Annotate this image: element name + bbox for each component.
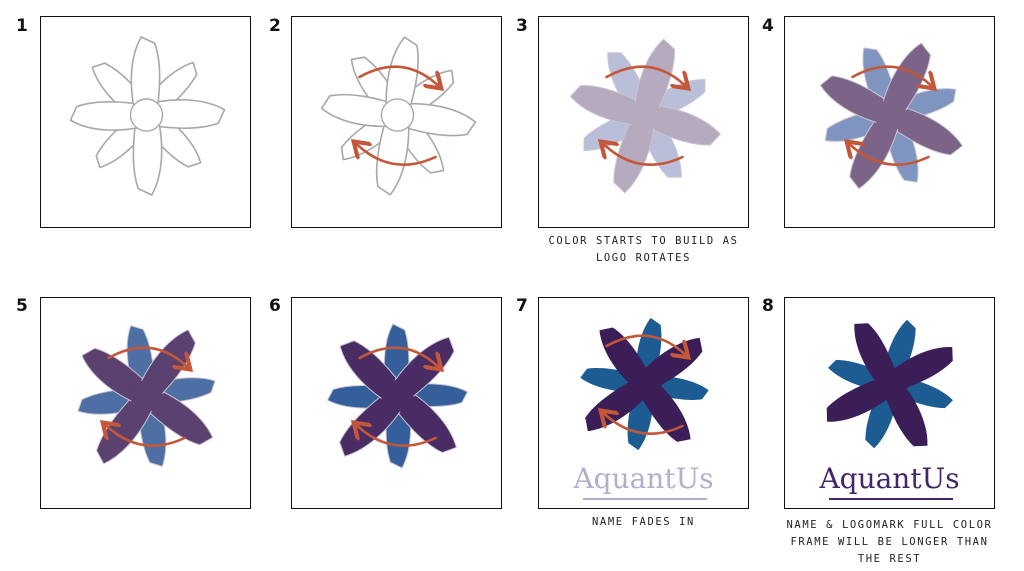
frame-number: 8 bbox=[762, 296, 774, 316]
caption-line: THE REST bbox=[857, 553, 922, 565]
caption-line: FRAME WILL BE LONGER THAN bbox=[790, 536, 989, 548]
caption-line: LOGO ROTATES bbox=[595, 252, 692, 264]
logomark-hub bbox=[875, 369, 906, 399]
wordmark: AquantUs bbox=[819, 462, 960, 495]
logomark bbox=[327, 323, 468, 469]
logomark-hub bbox=[874, 99, 907, 131]
rotation-arrow bbox=[605, 145, 684, 166]
caption-line: NAME & LOGOMARK FULL COLOR bbox=[786, 519, 993, 531]
frame-number: 2 bbox=[269, 16, 281, 36]
logomark-hub bbox=[628, 99, 661, 131]
rotation-arrow bbox=[358, 145, 437, 166]
logomark bbox=[826, 319, 953, 449]
rotation-arrow bbox=[107, 426, 186, 447]
storyboard-frame-3 bbox=[538, 16, 749, 228]
storyboard-frame-6 bbox=[291, 297, 502, 509]
wordmark-underline bbox=[828, 498, 953, 500]
frame-number: 6 bbox=[269, 296, 281, 316]
logomark bbox=[580, 317, 709, 451]
storyboard-frame-2 bbox=[291, 16, 502, 228]
rotation-arrow bbox=[107, 346, 187, 366]
storyboard-frame-8: AquantUs bbox=[784, 297, 995, 509]
logomark bbox=[320, 36, 477, 196]
storyboard-frame-5 bbox=[40, 297, 251, 509]
frame-caption: NAME & LOGOMARK FULL COLOR FRAME WILL BE … bbox=[774, 517, 1005, 568]
frame-caption: COLOR STARTS TO BUILD AS LOGO ROTATES bbox=[528, 233, 759, 267]
wordmark-underline bbox=[582, 498, 707, 500]
logomark-hub bbox=[629, 369, 660, 399]
frame-number: 5 bbox=[16, 296, 28, 316]
logomark-hub bbox=[381, 380, 414, 412]
logomark bbox=[819, 42, 963, 190]
storyboard-frame-4 bbox=[784, 16, 995, 228]
frame-number: 1 bbox=[16, 16, 28, 36]
logomark bbox=[570, 38, 721, 194]
rotation-arrow bbox=[605, 414, 684, 435]
rotation-arrow bbox=[605, 65, 685, 85]
frame-number: 7 bbox=[516, 296, 528, 316]
caption-line: NAME FADES IN bbox=[592, 516, 695, 528]
logomark bbox=[77, 325, 216, 467]
rotation-arrow bbox=[605, 334, 685, 354]
rotation-arrow bbox=[851, 65, 931, 85]
wordmark: AquantUs bbox=[573, 462, 714, 495]
frame-caption: NAME FADES IN bbox=[528, 514, 759, 531]
logomark-hub bbox=[380, 98, 415, 132]
storyboard-frame-7: AquantUs bbox=[538, 297, 749, 509]
logomark-hub bbox=[130, 380, 163, 412]
caption-line: COLOR STARTS TO BUILD AS bbox=[548, 235, 739, 247]
rotation-arrow bbox=[358, 346, 438, 366]
rotation-arrow bbox=[851, 145, 930, 166]
logomark bbox=[69, 36, 226, 196]
rotation-arrow bbox=[358, 65, 438, 85]
rotation-arrow bbox=[358, 426, 437, 447]
logomark-hub bbox=[129, 98, 164, 132]
storyboard-frame-1 bbox=[40, 16, 251, 228]
frame-number: 3 bbox=[516, 16, 528, 36]
frame-number: 4 bbox=[762, 16, 774, 36]
